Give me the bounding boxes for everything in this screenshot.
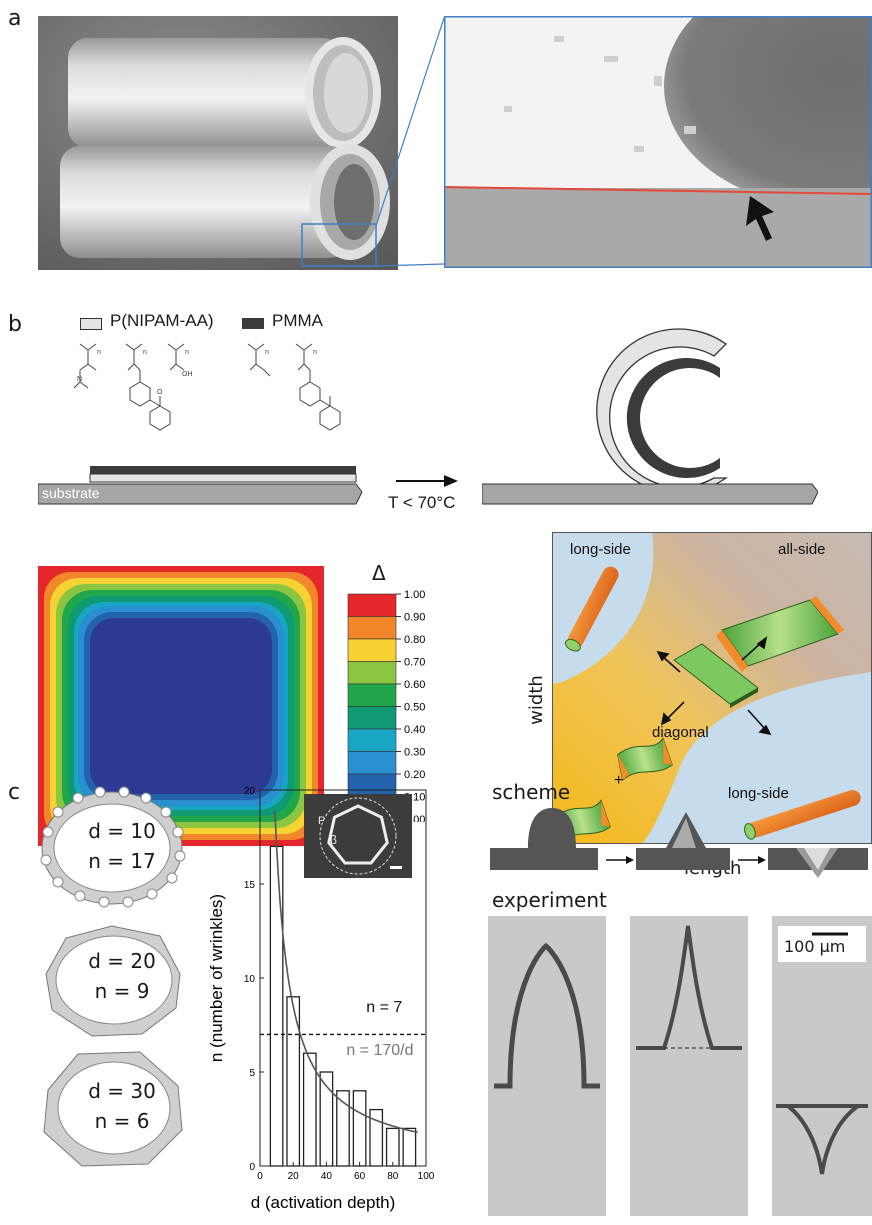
wrinkle-ring-1-d: d = 10 xyxy=(88,819,156,843)
temperature-arrow xyxy=(396,475,458,487)
colorbar-band xyxy=(347,683,397,707)
phase-label-long-side-bottom: long-side xyxy=(728,785,789,802)
colorbar-band xyxy=(347,661,397,685)
inset-dashed-circle xyxy=(319,797,397,875)
chem-n3: n xyxy=(185,349,189,356)
bar xyxy=(302,1052,317,1167)
pnipam-legend-swatch xyxy=(80,318,102,330)
zoom-guide-lines xyxy=(375,17,445,267)
wrinkle-ring-1 xyxy=(40,786,186,908)
wrinkle-ring-2-text: d = 20 n = 9 xyxy=(82,946,162,1006)
colorbar-tick-label: 0.50 xyxy=(404,702,425,714)
colorbar-tick-label: 0.90 xyxy=(404,612,425,624)
x-axis-title: d (activation depth) xyxy=(251,1193,396,1212)
y-tick-label: 20 xyxy=(244,786,256,797)
panel-label-a: a xyxy=(8,6,22,31)
chem-n5: n xyxy=(313,349,317,356)
inset-label-p: P xyxy=(318,815,325,827)
wrinkle-ring-2-d: d = 20 xyxy=(88,949,156,973)
curve-label: n = 170/d xyxy=(346,1042,413,1059)
wrinkle-ring-3-text: d = 30 n = 6 xyxy=(82,1076,162,1136)
rolled-bilayer-diagram xyxy=(482,328,818,505)
strain-map-image xyxy=(38,566,324,846)
chemical-structures: n n n n n N O OH xyxy=(73,343,341,431)
wrinkle-ring-1-text: d = 10 n = 17 xyxy=(82,816,162,876)
colorbar-tick-label: 0.30 xyxy=(404,747,425,759)
x-tick-label: 40 xyxy=(321,1171,333,1182)
phase-diagram: long-side all-side diagonal + long-side xyxy=(552,532,872,844)
substrate-label: substrate xyxy=(42,485,100,501)
inset-scale-bar xyxy=(390,866,402,869)
bar xyxy=(385,1127,400,1167)
x-tick-label: 60 xyxy=(354,1171,366,1182)
wrinkle-ring-2 xyxy=(45,925,181,1037)
colorbar-tick-label: 1.00 xyxy=(404,590,425,601)
y-axis-title: n (number of wrinkles) xyxy=(207,894,226,1062)
pmma-legend-swatch xyxy=(242,318,264,329)
x-tick-label: 20 xyxy=(288,1171,300,1182)
colorbar-tick-label: 0.80 xyxy=(404,634,425,646)
experiment-title: experiment xyxy=(492,888,607,912)
x-tick-label: 100 xyxy=(418,1171,435,1182)
phase-label-diagonal: diagonal xyxy=(652,724,709,741)
panel-label-b: b xyxy=(8,312,22,337)
phase-ylabel: width xyxy=(526,675,547,725)
wrinkle-ring-2-n: n = 9 xyxy=(94,979,150,1003)
colorbar-band xyxy=(347,638,397,662)
x-tick-label: 0 xyxy=(257,1171,263,1182)
hline-label: n = 7 xyxy=(366,999,402,1016)
chem-n-atom: N xyxy=(77,376,82,383)
temperature-label: T < 70°C xyxy=(388,493,456,512)
flat-bilayer-diagram xyxy=(38,466,363,505)
wrinkle-ring-3-n: n = 6 xyxy=(94,1109,150,1133)
phase-label-long-side-top: long-side xyxy=(570,541,631,558)
sem-zoom-image xyxy=(444,16,872,268)
y-tick-label: 15 xyxy=(244,880,256,891)
colorbar-tick-label: 0.00 xyxy=(404,814,425,822)
bar xyxy=(352,1090,367,1167)
colorbar-band xyxy=(347,728,397,752)
y-tick-label: 5 xyxy=(249,1068,255,1079)
colorbar-band xyxy=(347,593,397,617)
colorbar-band xyxy=(347,706,397,730)
chem-n2: n xyxy=(143,349,147,356)
colorbar-band xyxy=(347,616,397,640)
wrinkle-ring-1-n: n = 17 xyxy=(88,849,156,873)
y-tick-label: 10 xyxy=(244,974,256,985)
chem-oh: OH xyxy=(182,371,193,378)
wrinkle-ring-3-d: d = 30 xyxy=(88,1079,156,1103)
phase-label-plus: + xyxy=(614,772,623,789)
sem-tubes-image xyxy=(38,16,398,270)
bar xyxy=(402,1127,417,1167)
colorbar-tick-label: 0.70 xyxy=(404,657,425,669)
y-tick-label: 0 xyxy=(249,1162,255,1173)
fit-curve xyxy=(274,810,418,1134)
colorbar-tick-label: 0.40 xyxy=(404,724,425,736)
pnipam-legend-label: P(NIPAM-AA) xyxy=(110,311,214,330)
chem-o-atom: O xyxy=(157,389,163,396)
chem-n4: n xyxy=(265,349,269,356)
inset-heptagon xyxy=(327,804,389,865)
panel-label-c: c xyxy=(8,780,21,805)
x-tick-label: 80 xyxy=(387,1171,399,1182)
colorbar-tick-label: 0.60 xyxy=(404,679,425,691)
phase-label-all-side: all-side xyxy=(778,541,826,558)
experiment-images xyxy=(488,916,872,1216)
pmma-legend-label: PMMA xyxy=(272,311,323,330)
colorbar-band xyxy=(347,751,397,775)
inset-label-beta: β xyxy=(330,833,337,847)
scheme-title: scheme xyxy=(492,780,571,804)
scheme-diagram xyxy=(490,808,868,878)
chem-n1: n xyxy=(97,349,101,356)
colorbar-symbol: Δ xyxy=(372,561,386,585)
colorbar-tick-label: 0.20 xyxy=(404,769,425,781)
scale-bar-label: 100 μm xyxy=(784,937,846,956)
wrinkle-ring-3 xyxy=(43,1051,183,1167)
bar xyxy=(269,845,284,1167)
